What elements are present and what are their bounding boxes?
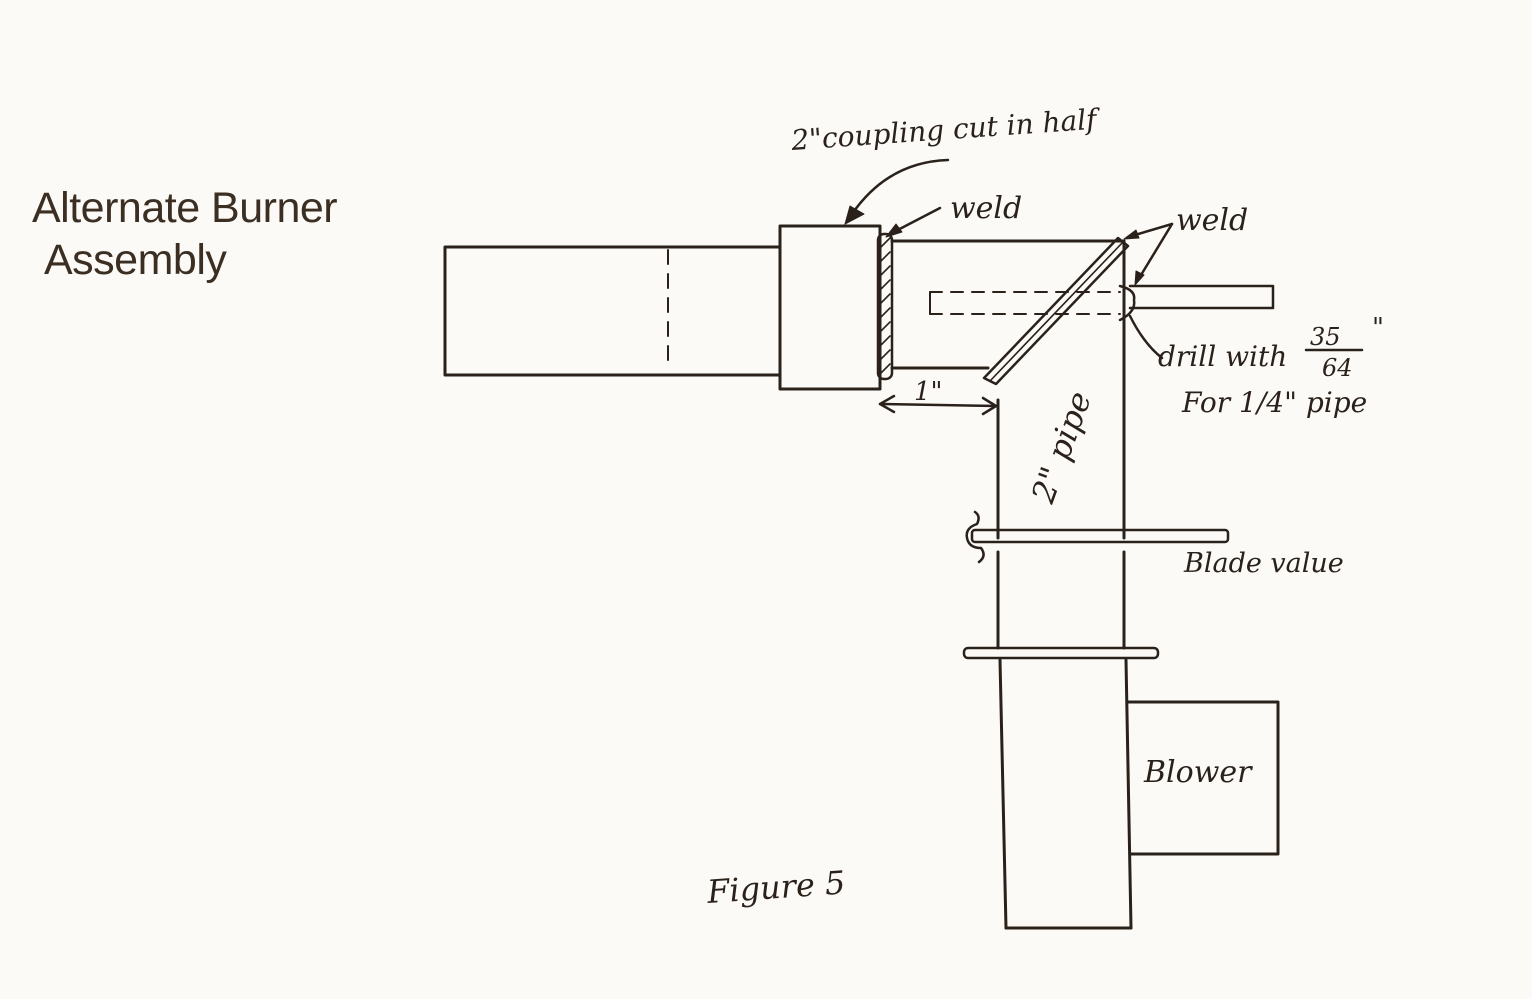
coupling-half (778, 224, 882, 391)
fuel-pipe-exterior (1128, 284, 1275, 310)
diagram-title-line-2: Assembly (44, 236, 227, 284)
gap-arrow-left (878, 394, 896, 414)
drill-fraction-numerator: 35 (1310, 323, 1341, 351)
coupling-leader (850, 158, 950, 216)
miter-weld-center (989, 241, 1124, 382)
blower-label: Blower (1143, 755, 1253, 790)
figure-caption: Figure 5 (705, 863, 847, 911)
vertical-pipe-right-lower (1124, 658, 1133, 930)
coupling-label: 2"coupling cut in half (789, 102, 1102, 157)
fuel-pipe-weld (1118, 284, 1136, 322)
drill-inch-mark: " (1372, 313, 1384, 343)
drill-fraction-denominator: 64 (1322, 354, 1353, 382)
coupling-weld-bead (876, 232, 894, 381)
vertical-pipe-left-lower (998, 658, 1008, 930)
coupling-leader-arrowhead (844, 205, 865, 225)
miter-weld-bead (982, 236, 1130, 386)
pipe-label: 2" pipe (1023, 386, 1099, 508)
blower-housing (1125, 700, 1280, 856)
weld-left-label: weld (950, 191, 1022, 226)
horizontal-burner-tube (443, 245, 782, 377)
coupling-weld-hatch (879, 237, 891, 375)
gap-dimension-label: 1" (914, 377, 943, 407)
blade-valve-plate (970, 528, 1230, 544)
blade-valve-handle (965, 510, 985, 564)
flange-plate (962, 646, 1160, 660)
weld-right-arrowhead-b (1134, 270, 1145, 286)
weld-right-leader-b (1136, 222, 1174, 282)
drill-leader (1128, 314, 1164, 360)
gap-arrow-right (981, 396, 998, 416)
weld-right-label: weld (1176, 203, 1248, 238)
for-pipe-label: For 1/4" pipe (1181, 386, 1367, 419)
blade-valve-label: Blade value (1183, 548, 1344, 579)
weld-right-arrowhead-a (1123, 229, 1140, 240)
weld-left-arrowhead (885, 223, 903, 238)
gap-dimension-line (878, 402, 998, 408)
diagram-title-line-1: Alternate Burner (32, 184, 338, 232)
drill-label: drill with (1158, 340, 1287, 373)
